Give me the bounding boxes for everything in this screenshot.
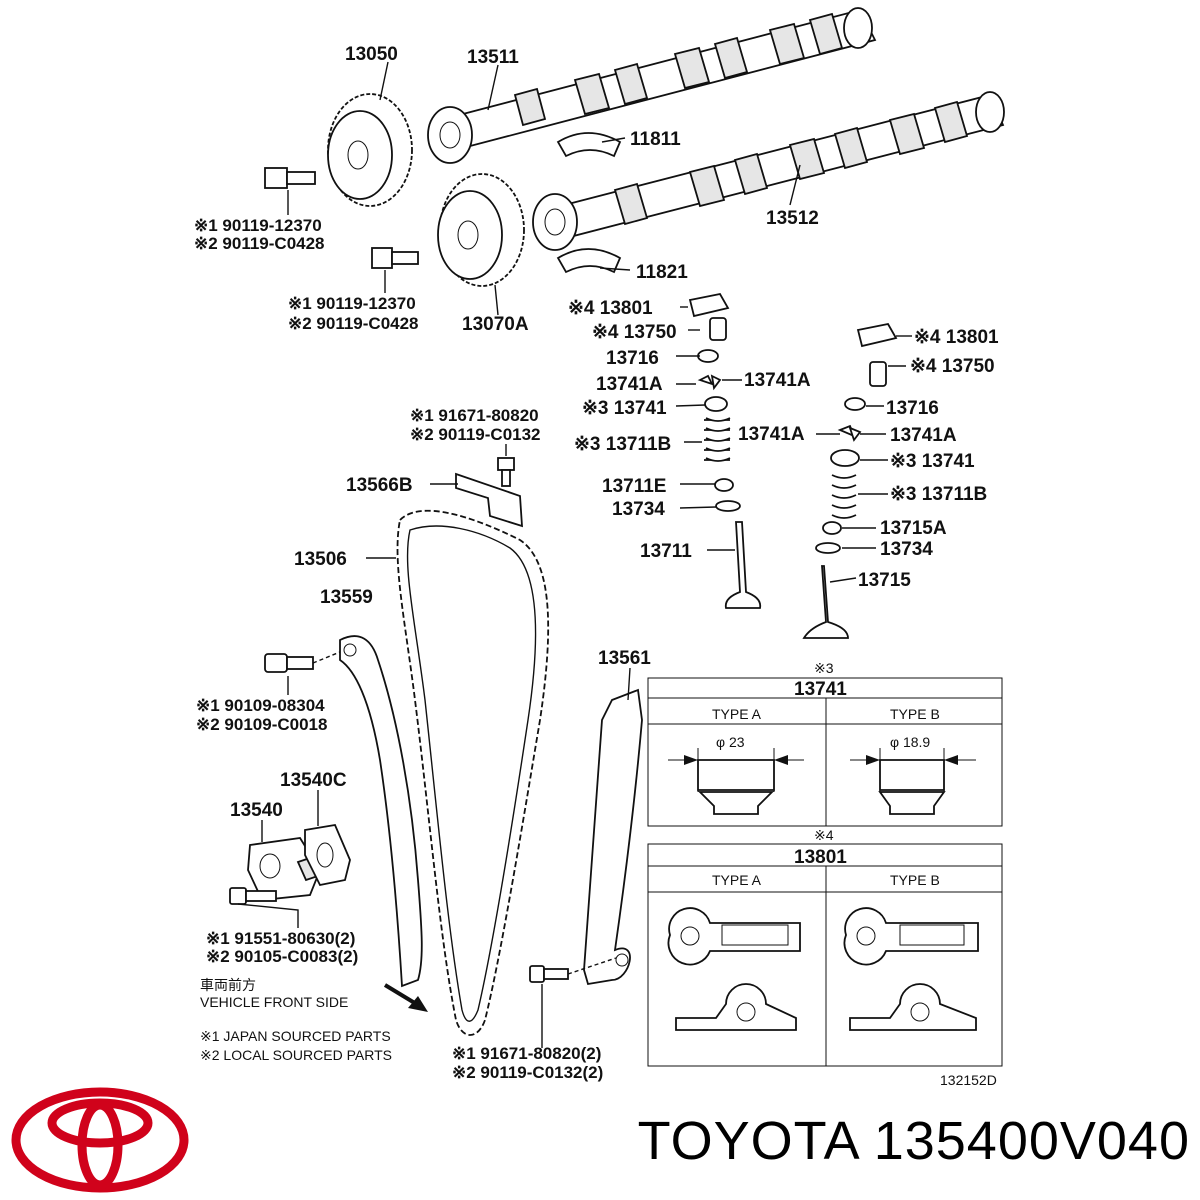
label-13050: 13050 [345, 44, 398, 65]
bearing-11821 [556, 248, 622, 274]
valve-train-right [802, 322, 898, 639]
bolt-13559 [264, 653, 314, 673]
label-13711: 13711 [640, 541, 692, 562]
label-13711B-right: ※3 13711B [890, 484, 987, 505]
label-bolt-sprocket-1-local: ※2 90119-C0428 [194, 234, 325, 253]
bolt-sprocket-2 [371, 247, 419, 269]
table-13801-title: 13801 [794, 847, 847, 868]
label-13741A-left-2: 13741A [744, 370, 811, 391]
bolt-13540 [229, 887, 277, 905]
table-13741-title: 13741 [794, 679, 847, 700]
label-13734-left: 13734 [612, 499, 665, 520]
camshaft-13512 [532, 91, 1005, 251]
legend-japan-sourced: ※1 JAPAN SOURCED PARTS [200, 1028, 391, 1044]
label-13506: 13506 [294, 549, 347, 570]
table-13801 [647, 843, 1003, 1067]
sprocket-13070A [437, 173, 525, 287]
table-13801-col-a: TYPE A [712, 872, 762, 888]
sprocket-13050 [327, 93, 413, 207]
label-13750-right: ※4 13750 [910, 356, 995, 377]
label-13566B: 13566B [346, 475, 413, 496]
label-11811: 11811 [630, 129, 681, 150]
label-11821: 11821 [636, 262, 688, 283]
brand-part-number: TOYOTA 135400V040 [637, 1111, 1190, 1171]
label-bolt-13566B-jp: ※1 91671-80820 [410, 406, 539, 425]
label-bolt-13559-jp: ※1 90109-08304 [196, 696, 325, 715]
label-bolt-sprocket-1-jp: ※1 90119-12370 [194, 216, 322, 235]
label-bolt-13561-local: ※2 90119-C0132(2) [452, 1063, 603, 1082]
valve-train-left [688, 292, 762, 609]
vehicle-front-arrow [383, 983, 428, 1012]
label-bolt-13566B-local: ※2 90119-C0132 [410, 425, 541, 444]
diagram-id: 132152D [940, 1072, 997, 1088]
label-13715: 13715 [858, 570, 911, 591]
timing-chain-13506 [396, 509, 550, 1036]
camshaft-13511 [427, 7, 877, 164]
label-13711B-left: ※3 13711B [574, 434, 671, 455]
legend-local-sourced: ※2 LOCAL SOURCED PARTS [200, 1047, 392, 1063]
table-13801-col-b: TYPE B [890, 872, 940, 888]
label-13561: 13561 [598, 648, 651, 669]
label-bolt-13540-jp: ※1 91551-80630(2) [206, 929, 355, 948]
label-13741A-left-1: 13741A [596, 374, 663, 395]
tensioner-arm-13559 [339, 635, 423, 988]
table-13741-dim-a: φ 23 [716, 734, 745, 750]
label-13741A-right-2: 13741A [890, 425, 957, 446]
table-13801-mark: ※4 [814, 827, 834, 843]
label-13540C: 13540C [280, 770, 347, 791]
label-bolt-13540-local: ※2 90105-C0083(2) [206, 947, 358, 966]
table-13741-col-b: TYPE B [890, 706, 940, 722]
table-13741-dim-b: φ 18.9 [890, 734, 930, 750]
vehicle-front-en: VEHICLE FRONT SIDE [200, 994, 348, 1010]
label-13540: 13540 [230, 800, 283, 821]
label-13741-left: ※3 13741 [582, 398, 667, 419]
label-13559: 13559 [320, 587, 373, 608]
label-13801-right: ※4 13801 [914, 327, 999, 348]
bolt-13561 [529, 965, 569, 983]
label-bolt-sprocket-2-local: ※2 90119-C0428 [288, 314, 419, 333]
table-13741 [647, 677, 1003, 827]
chain-guide-13566B [455, 472, 523, 528]
label-13734-right: 13734 [880, 539, 933, 560]
label-13741A-right-1: 13741A [738, 424, 805, 445]
label-13716-right: 13716 [886, 398, 939, 419]
label-bolt-13559-local: ※2 90109-C0018 [196, 715, 327, 734]
label-bolt-13561-jp: ※1 91671-80820(2) [452, 1044, 601, 1063]
label-13741-right: ※3 13741 [890, 451, 975, 472]
bearing-11811 [556, 132, 622, 158]
vehicle-front-jp: 車両前方 [200, 977, 256, 993]
gasket-13540C [304, 823, 351, 887]
tensioner-13540 [247, 837, 322, 901]
label-13511: 13511 [467, 47, 519, 68]
label-13715A: 13715A [880, 518, 947, 539]
toyota-logo-icon [11, 1087, 189, 1193]
bolt-sprocket-1 [264, 167, 316, 189]
label-13750-left: ※4 13750 [592, 322, 677, 343]
label-13711E: 13711E [602, 476, 666, 497]
table-13741-col-a: TYPE A [712, 706, 762, 722]
label-13716-left: 13716 [606, 348, 659, 369]
chain-slipper-13561 [583, 688, 643, 986]
table-13741-mark: ※3 [814, 660, 834, 676]
label-13801-left: ※4 13801 [568, 298, 653, 319]
bolt-13566B [497, 457, 515, 487]
label-bolt-sprocket-2-jp: ※1 90119-12370 [288, 294, 416, 313]
label-13070A: 13070A [462, 314, 529, 335]
label-13512: 13512 [766, 208, 819, 229]
